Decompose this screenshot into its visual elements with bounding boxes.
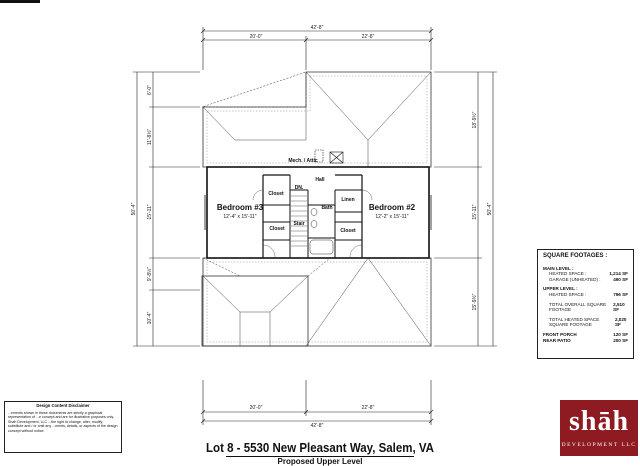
right-overall-dim: 50'-4" xyxy=(487,202,493,215)
linen-label: Linen xyxy=(341,197,354,203)
mech-attic-label: Mech. / Attic xyxy=(288,158,317,164)
bath-fixtures xyxy=(309,208,334,255)
top-right-dim: 22'-8" xyxy=(362,34,375,40)
left-dimensions xyxy=(133,71,200,347)
total-heated-value: 2,020 SF xyxy=(614,316,627,328)
stair-label: Stair xyxy=(293,221,304,227)
main-heated-label: HEATED SPACE : xyxy=(549,271,587,277)
corner-mark xyxy=(0,0,40,3)
left-dim-2: 11'-8½" xyxy=(146,129,153,146)
total-overall-value: 2,510 SF xyxy=(613,301,625,313)
bottom-dimensions xyxy=(200,380,434,425)
closet-b-label: Closet xyxy=(269,226,285,232)
bottom-overall-dim: 42'-8" xyxy=(311,423,324,429)
dn-label: DN. xyxy=(295,185,304,191)
bedroom2-label: Bedroom #2 xyxy=(369,203,416,212)
rear-patio-value: 200 SF xyxy=(613,337,628,343)
total-overall-label: TOTAL OVERALL SQUARE FOOTAGE xyxy=(549,301,607,313)
square-footage-table: SQUARE FOOTAGES : MAIN LEVEL : HEATED SP… xyxy=(537,249,634,359)
bottom-left-dim: 20'-0" xyxy=(250,405,263,411)
right-dim-3: 15'-9½" xyxy=(471,293,478,310)
shah-development-logo: shāh DEVELOPMENT LLC xyxy=(560,400,638,456)
left-overall-dim: 50'-4" xyxy=(131,202,137,215)
logo-mark: shāh xyxy=(568,406,630,437)
sqft-heading: SQUARE FOOTAGES : xyxy=(543,253,608,259)
roof-hip-lines xyxy=(202,71,432,347)
right-dim-1: 18'-9½" xyxy=(471,111,478,128)
upper-level-label: UPPER LEVEL : xyxy=(543,286,578,292)
garage-value: 490 SF xyxy=(613,276,628,282)
roof-overhang xyxy=(206,75,428,343)
disclaimer-title: Design Content Disclaimer xyxy=(36,403,90,408)
bedroom3-label: Bedroom #3 xyxy=(217,203,264,212)
title-underline xyxy=(226,456,414,457)
main-level-label: MAIN LEVEL : xyxy=(543,265,574,271)
design-disclaimer: Design Content Disclaimer ...ements show… xyxy=(4,401,122,453)
bottom-right-dim: 22'-8" xyxy=(362,405,375,411)
total-heated-label: TOTAL HEATED SPACE SQUARE FOOTAGE xyxy=(549,316,600,328)
stair-treads xyxy=(291,195,307,247)
front-porch-value: 120 SF xyxy=(613,331,628,337)
top-left-dim: 20'-0" xyxy=(250,34,263,40)
bath-label: Bath xyxy=(321,205,332,211)
right-dim-2: 15'-11" xyxy=(472,204,478,219)
top-dimensions xyxy=(200,27,434,70)
plan-subtitle: Proposed Upper Level xyxy=(277,457,363,466)
attic-hatch xyxy=(314,149,344,164)
garage-label: GARAGE (UNHEATED) : xyxy=(549,276,601,282)
rear-patio-label: REAR PATIO xyxy=(543,337,571,343)
upper-heated-label: HEATED SPACE : xyxy=(549,291,587,297)
upper-heated-value: 796 SF xyxy=(613,291,628,297)
left-dim-5: 10'-4" xyxy=(147,311,153,324)
main-heated-value: 1,214 SF xyxy=(609,271,628,277)
floor-walls xyxy=(206,166,430,259)
right-dimensions xyxy=(434,71,497,347)
bedroom3-size: 12'-4" x 15'-11" xyxy=(223,214,256,220)
left-dim-3: 15'-11" xyxy=(147,204,153,219)
disclaimer-body: ...ements shown in these documents are s… xyxy=(8,410,118,433)
hall-label: Hall xyxy=(315,177,325,183)
logo-subtext: DEVELOPMENT LLC xyxy=(561,442,637,448)
left-dim-4: 9'-8½" xyxy=(146,267,153,281)
windows xyxy=(204,195,432,230)
closet-c-label: Closet xyxy=(340,228,356,234)
plan-title: Lot 8 - 5530 New Pleasant Way, Salem, VA xyxy=(206,441,434,455)
door-swings xyxy=(252,189,373,258)
left-dim-1: 6'-0" xyxy=(147,85,153,95)
bedroom2-size: 12'-2" x 15'-11" xyxy=(375,214,408,220)
closet-a-label: Closet xyxy=(268,191,284,197)
top-overall-dim: 42'-8" xyxy=(311,25,324,31)
front-porch-label: FRONT PORCH xyxy=(543,331,577,337)
